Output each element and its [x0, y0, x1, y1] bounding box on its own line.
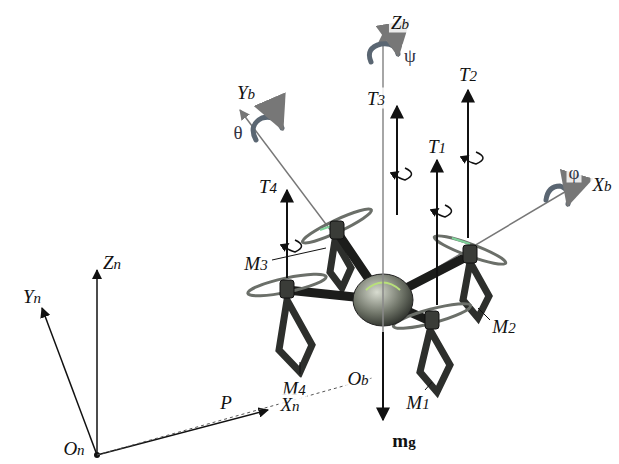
- axis-label: Xb: [590, 174, 613, 195]
- angle-label: ψ: [402, 45, 418, 66]
- origin-label: On: [61, 438, 86, 459]
- axis-label: Yb: [235, 82, 257, 103]
- position-label: P: [218, 392, 234, 413]
- axis-label: Zn: [101, 252, 123, 273]
- force-label: T1: [426, 136, 448, 157]
- torque-label: M1: [404, 392, 431, 413]
- angle-label: φ: [567, 162, 582, 183]
- axis-label: Xn: [278, 394, 301, 415]
- axis-label: Zb: [389, 12, 411, 33]
- origin-label: Ob: [345, 368, 370, 389]
- angle-label: θ: [231, 122, 244, 143]
- torque-label: M3: [242, 253, 269, 274]
- axis-label: Yn: [21, 286, 43, 307]
- force-label: T3: [365, 88, 387, 109]
- force-label: mg: [390, 430, 417, 451]
- torque-label: M2: [490, 316, 517, 337]
- force-label: T2: [457, 64, 479, 85]
- force-label: T4: [257, 176, 279, 197]
